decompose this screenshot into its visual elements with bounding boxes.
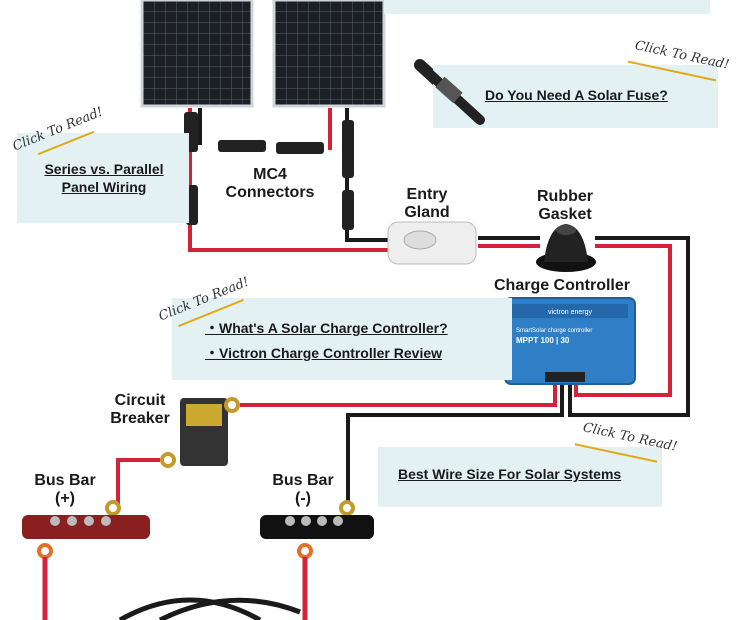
label-charge-controller: Charge Controller	[493, 277, 630, 294]
wire-size-info-box	[378, 447, 662, 507]
circuit-breaker-icon	[160, 397, 240, 468]
link-wire-size[interactable]: Best Wire Size For Solar Systems	[398, 466, 622, 482]
solar-panel-left	[140, 0, 254, 108]
label-circuit-breaker: Circuit Breaker	[110, 392, 170, 427]
controller-line2: MPPT 100 | 30	[516, 336, 570, 345]
black-wires	[198, 108, 690, 505]
bus-bar-negative	[260, 515, 374, 539]
link-what-charge-controller[interactable]: ・What's A Solar Charge Controller?	[205, 320, 448, 336]
entry-gland-icon	[387, 221, 477, 265]
ring-terminals	[37, 500, 355, 559]
series-parallel-info-box	[17, 133, 189, 223]
charge-controller-device: victron energy SmartSolar charge control…	[504, 297, 636, 385]
top-info-box-strip	[384, 0, 710, 14]
solar-panel-right	[272, 0, 386, 108]
label-bus-bar-negative: Bus Bar (-)	[272, 472, 334, 507]
link-solar-fuse[interactable]: Do You Need A Solar Fuse?	[485, 87, 668, 103]
bus-bar-positive	[22, 515, 150, 539]
label-mc4-connectors: MC4 Connectors	[225, 166, 315, 201]
controller-brand: victron energy	[548, 309, 592, 316]
link-victron-review[interactable]: ・Victron Charge Controller Review	[205, 345, 443, 361]
battery-cables	[42, 557, 308, 620]
label-bus-bar-positive: Bus Bar (+)	[34, 472, 96, 507]
controller-line1: SmartSolar charge controller	[516, 328, 592, 334]
label-entry-gland: Entry Gland	[404, 186, 450, 221]
charge-controller-info-box	[172, 298, 512, 380]
red-wires	[116, 108, 672, 505]
label-rubber-gasket: Rubber Gasket	[537, 188, 593, 223]
link-series-parallel[interactable]: Series vs. Parallel Panel Wiring	[44, 161, 164, 195]
rubber-gasket-icon	[536, 224, 596, 272]
